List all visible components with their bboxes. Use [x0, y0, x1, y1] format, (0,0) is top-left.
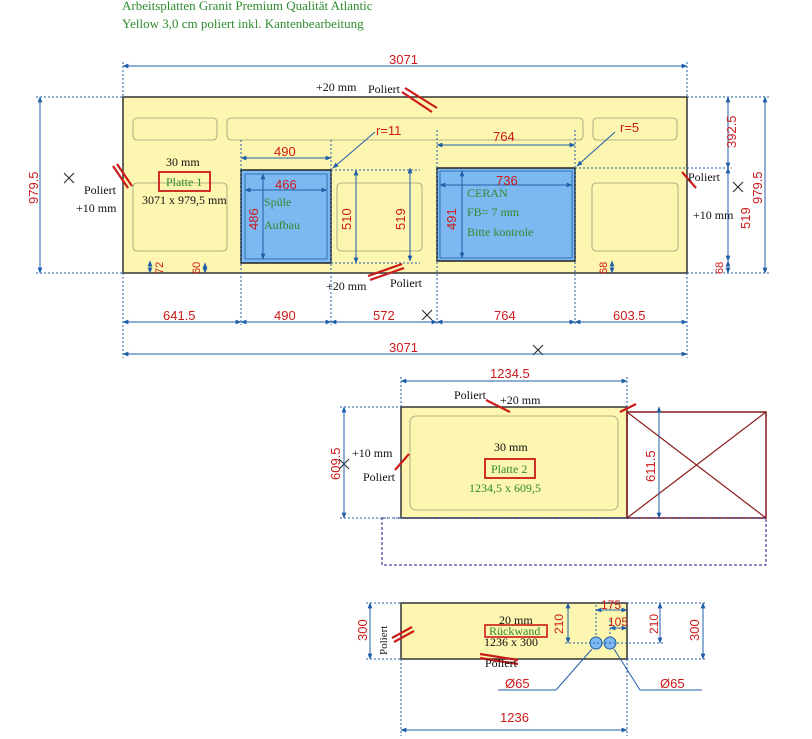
header-title-line1: Arbeitsplatten Granit Premium Qualität A… — [122, 0, 373, 13]
plate1-slab — [122, 96, 688, 274]
dim-left-height: 979.5 — [26, 171, 41, 204]
dim-plate2-width: 1234.5 — [490, 366, 530, 381]
backsplash-polished-bottom: Poliert — [485, 656, 518, 670]
cooktop-label-1: CERAN — [467, 186, 508, 200]
dim-hole-left-dia: Ø65 — [505, 676, 530, 691]
backsplash-thickness: 20 mm — [499, 613, 533, 627]
plate1-polished-bottom: Poliert — [390, 276, 423, 290]
sink-label-2: Aufbau — [264, 218, 300, 232]
dim-hole-right-h: 210 — [647, 614, 661, 634]
dim-sink-outer-w: 490 — [274, 144, 296, 159]
dim-cooktop-outer-h: 519 — [393, 208, 408, 230]
dim-backsplash-width: 1236 — [500, 710, 529, 725]
plate2-label-box — [484, 458, 536, 479]
plate1-polished-top: Poliert — [368, 82, 401, 96]
plate1-label-box — [158, 171, 211, 192]
dim-r-cooktop: r=5 — [620, 120, 639, 135]
plate2-label: Platte 2 — [491, 462, 527, 476]
header-title-line2: Yellow 3,0 cm poliert inkl. Kantenbearbe… — [122, 16, 364, 31]
backsplash: 20 mm Rückwand 1236 x 300 Poliert Polier… — [355, 598, 707, 736]
plate2-base-outline — [381, 517, 767, 566]
plate1-offset-left: +10 mm — [76, 201, 117, 215]
plate1-offset-right: +10 mm — [693, 208, 734, 222]
sink-inner-outline — [244, 173, 328, 260]
dim-edge-left: 72 — [154, 262, 166, 274]
plate2-dummy-cross — [626, 411, 767, 519]
plate1-polished-left: Poliert — [84, 183, 117, 197]
backsplash-dimension-lines — [366, 602, 707, 736]
backsplash-slab — [400, 602, 628, 660]
plate2-polished-left: Poliert — [363, 470, 396, 484]
sink-cutout — [240, 169, 332, 264]
dim-cooktop-inner-w: 736 — [496, 173, 518, 188]
plate1-size: 3071 x 979,5 mm — [142, 193, 227, 207]
plate2-inner-outline — [409, 415, 619, 511]
dim-hole-right-dia: Ø65 — [660, 676, 685, 691]
backsplash-label-box — [484, 624, 548, 638]
plate1-polished-marks — [112, 87, 697, 282]
dim-r-sink: r=11 — [376, 123, 401, 138]
dim-hole-spacing-b: 105 — [608, 615, 628, 629]
sink-label-1: Spüle — [264, 195, 291, 209]
dim-cooktop-inner-h: 491 — [444, 208, 459, 230]
backsplash-size: 1236 x 300 — [484, 635, 538, 649]
dim-edge-left2: 60 — [191, 262, 203, 274]
dim-overall-top: 3071 — [389, 52, 418, 67]
plate2-slab — [400, 406, 628, 519]
dim-bottom-seg-5: 603.5 — [613, 308, 646, 323]
dim-bottom-seg-3: 572 — [373, 308, 395, 323]
dim-hole-left-h: 210 — [552, 614, 566, 634]
cooktop-label-3: Bitte kontrole — [467, 225, 533, 239]
dim-right-lower: 519 — [738, 207, 753, 229]
plate2-size: 1234,5 x 609,5 — [469, 481, 541, 495]
dim-edge-right2: 68 — [714, 262, 726, 274]
dim-plate2-height-right: 611.5 — [643, 450, 658, 482]
plate1-label: Platte 1 — [166, 175, 202, 189]
dim-sink-inner-w: 466 — [275, 177, 297, 192]
plate1-polished-right: Poliert — [688, 170, 721, 184]
plate2-dimension-lines — [340, 377, 662, 519]
plate2-polished-marks — [394, 399, 637, 471]
dim-edge-right: 68 — [598, 262, 610, 274]
plate1-offset-top: +20 mm — [316, 80, 357, 94]
backsplash-hole-left — [589, 636, 603, 650]
plate2-dummy-box — [626, 411, 767, 519]
plate2-thickness: 30 mm — [494, 440, 528, 454]
dim-overall-bottom: 3071 — [389, 340, 418, 355]
plate2: 30 mm Platte 2 1234,5 x 609,5 Poliert +2… — [328, 366, 767, 566]
plate2-offset-left: +10 mm — [352, 446, 393, 460]
dim-backsplash-height-right: 300 — [687, 619, 702, 641]
plate2-polished-top: Poliert — [454, 388, 487, 402]
backsplash-polished-marks — [391, 626, 519, 666]
plate1-offset-bottom: +20 mm — [326, 279, 367, 293]
dim-bottom-seg-2: 490 — [274, 308, 296, 323]
backsplash-label: Rückwand — [489, 624, 540, 638]
dim-right-upper: 392.5 — [724, 115, 739, 148]
cooktop-inner-outline — [439, 170, 573, 259]
dim-bottom-seg-4: 764 — [494, 308, 516, 323]
plate2-offset-top: +20 mm — [500, 393, 541, 407]
dim-sink-outer-h: 510 — [339, 208, 354, 230]
dim-hole-spacing-a: 175 — [601, 598, 621, 612]
dim-cooktop-outer-w: 764 — [493, 129, 515, 144]
dim-sink-inner-h: 486 — [246, 208, 261, 230]
plate1-dimension-lines — [36, 62, 769, 358]
plate1-cabinet-outlines — [132, 117, 679, 252]
dim-backsplash-height-left: 300 — [355, 619, 370, 641]
backsplash-polished-left: Poliert — [378, 626, 390, 655]
plate1: Spüle Aufbau CERAN FB= 7 mm Bitte kontro… — [26, 52, 769, 358]
dim-right-height: 979.5 — [750, 171, 765, 204]
cooktop-label-2: FB= 7 mm — [467, 205, 520, 219]
dim-plate2-height-left: 609.5 — [328, 447, 343, 480]
dim-bottom-seg-1: 641.5 — [163, 308, 196, 323]
plate1-thickness: 30 mm — [166, 155, 200, 169]
